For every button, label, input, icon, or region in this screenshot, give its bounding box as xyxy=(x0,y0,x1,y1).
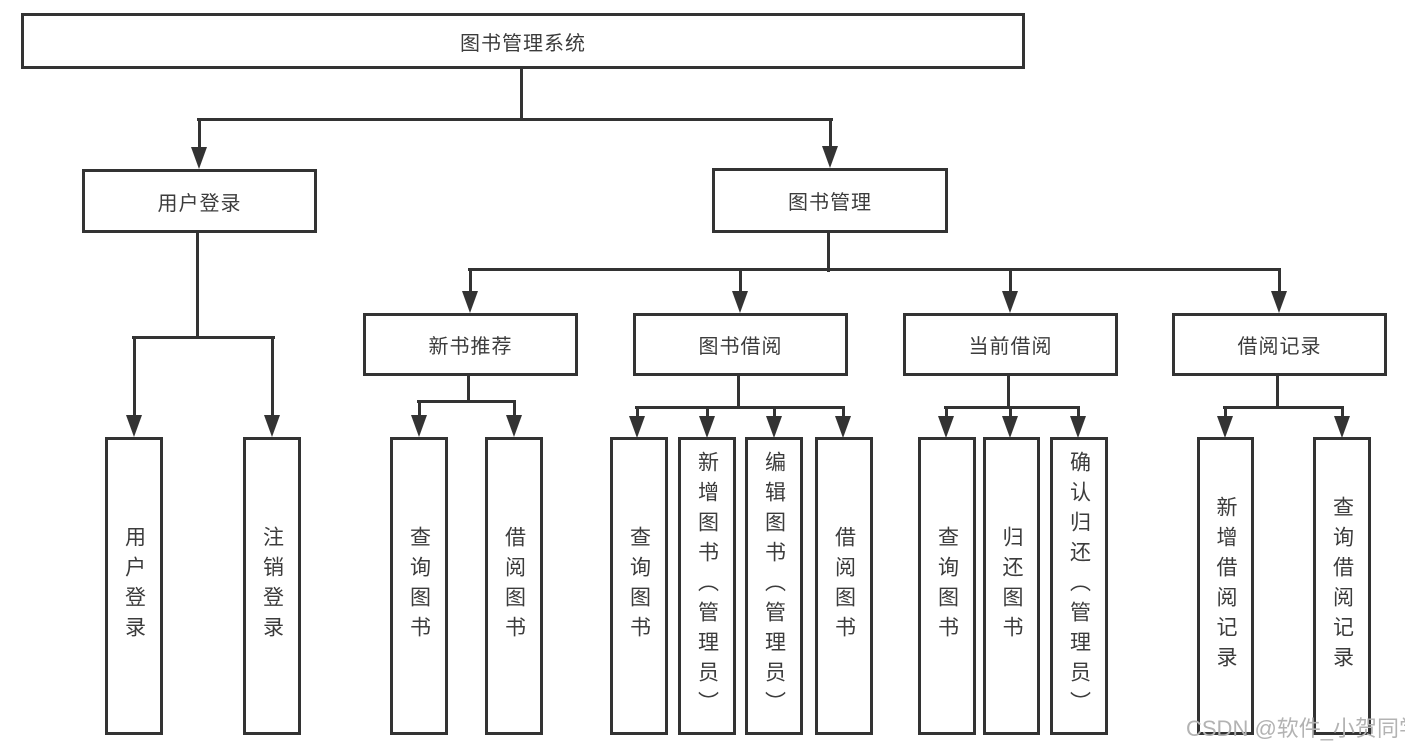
connector-hline xyxy=(1223,406,1343,409)
arrow-shaft xyxy=(1224,406,1227,417)
arrow-shaft xyxy=(829,118,832,147)
node-root: 图书管理系统 xyxy=(21,13,1025,69)
arrow-shaft xyxy=(513,400,516,416)
leaf-user-login: 用户登录 xyxy=(105,437,163,735)
node-book-borrow: 图书借阅 xyxy=(633,313,848,376)
arrow-shaft xyxy=(636,406,639,417)
arrow-shaft xyxy=(469,268,472,292)
arrow-shaft xyxy=(1077,406,1080,417)
arrowhead-down-icon xyxy=(629,416,645,438)
arrowhead-down-icon xyxy=(462,291,478,313)
connector-vline xyxy=(467,374,470,403)
arrowhead-down-icon xyxy=(191,147,207,169)
node-book-management: 图书管理 xyxy=(712,168,948,233)
arrow-shaft xyxy=(706,406,709,417)
leaf-edit-book-admin: 编辑图书（管理员） xyxy=(745,437,803,735)
leaf-query-borrow-record-label: 查询借阅记录 xyxy=(1330,496,1354,676)
arrowhead-down-icon xyxy=(1002,416,1018,438)
arrowhead-down-icon xyxy=(264,415,280,437)
arrow-shaft xyxy=(842,406,845,417)
arrow-shaft xyxy=(739,268,742,292)
connector-vline xyxy=(1276,374,1279,409)
node-user-login: 用户登录 xyxy=(82,169,317,233)
connector-vline xyxy=(196,231,199,338)
leaf-add-borrow-record-label: 新增借阅记录 xyxy=(1214,496,1237,676)
arrow-shaft xyxy=(1278,268,1281,292)
node-new-book-recommend: 新书推荐 xyxy=(363,313,578,376)
arrowhead-down-icon xyxy=(1217,416,1233,438)
leaf-query-book-recommend: 查询图书 xyxy=(390,437,448,735)
leaf-edit-book-admin-label: 编辑图书（管理员） xyxy=(762,451,786,721)
node-book-borrow-label: 图书借阅 xyxy=(698,336,783,358)
arrowhead-down-icon xyxy=(835,416,851,438)
arrowhead-down-icon xyxy=(1070,416,1086,438)
leaf-query-book-borrow: 查询图书 xyxy=(610,437,668,735)
arrowhead-down-icon xyxy=(1271,291,1287,313)
connector-vline xyxy=(1007,374,1010,409)
leaf-query-borrow-record: 查询借阅记录 xyxy=(1313,437,1371,735)
connector-vline xyxy=(827,231,830,272)
node-borrow-record: 借阅记录 xyxy=(1172,313,1387,376)
leaf-confirm-return-admin: 确认归还（管理员） xyxy=(1050,437,1108,735)
connector-hline xyxy=(468,268,1280,271)
connector-hline xyxy=(635,406,844,409)
connector-vline xyxy=(520,66,523,120)
node-current-borrow: 当前借阅 xyxy=(903,313,1118,376)
watermark: CSDN @软件_小贺同学 xyxy=(1186,716,1405,741)
arrow-shaft xyxy=(1009,406,1012,417)
leaf-borrow-book-borrow: 借阅图书 xyxy=(815,437,873,735)
leaf-logout-label: 注销登录 xyxy=(260,526,284,646)
arrow-shaft xyxy=(945,406,948,417)
node-root-label: 图书管理系统 xyxy=(460,32,586,55)
arrow-shaft xyxy=(1009,268,1012,292)
leaf-return-book-label: 归还图书 xyxy=(1000,526,1023,646)
connector-hline xyxy=(132,336,275,339)
node-book-management-label: 图书管理 xyxy=(788,192,872,214)
leaf-add-book-admin: 新增图书（管理员） xyxy=(678,437,736,735)
connector-vline xyxy=(737,374,740,409)
node-borrow-record-label: 借阅记录 xyxy=(1237,336,1322,358)
arrowhead-down-icon xyxy=(938,416,954,438)
connector-hline xyxy=(197,118,833,121)
arrow-shaft xyxy=(198,118,201,148)
leaf-logout: 注销登录 xyxy=(243,437,301,735)
arrow-shaft xyxy=(271,336,274,416)
leaf-query-book-current-label: 查询图书 xyxy=(935,526,959,646)
leaf-query-book-current: 查询图书 xyxy=(918,437,976,735)
arrowhead-down-icon xyxy=(411,415,427,437)
leaf-add-borrow-record: 新增借阅记录 xyxy=(1197,437,1254,735)
node-user-login-label: 用户登录 xyxy=(157,192,242,215)
arrowhead-down-icon xyxy=(126,415,142,437)
node-new-book-recommend-label: 新书推荐 xyxy=(428,336,513,358)
leaf-return-book: 归还图书 xyxy=(983,437,1040,735)
arrowhead-down-icon xyxy=(1334,416,1350,438)
arrowhead-down-icon xyxy=(699,416,715,438)
leaf-query-book-borrow-label: 查询图书 xyxy=(627,526,651,646)
connector-hline xyxy=(417,400,515,403)
leaf-confirm-return-admin-label: 确认归还（管理员） xyxy=(1067,451,1091,721)
arrow-shaft xyxy=(1341,406,1344,417)
node-current-borrow-label: 当前借阅 xyxy=(968,336,1053,358)
arrowhead-down-icon xyxy=(822,146,838,168)
leaf-borrow-book-borrow-label: 借阅图书 xyxy=(832,526,856,646)
arrowhead-down-icon xyxy=(506,415,522,437)
arrowhead-down-icon xyxy=(732,291,748,313)
arrowhead-down-icon xyxy=(766,416,782,438)
arrow-shaft xyxy=(418,400,421,416)
leaf-borrow-book-recommend-label: 借阅图书 xyxy=(502,526,526,646)
arrow-shaft xyxy=(773,406,776,417)
arrowhead-down-icon xyxy=(1002,291,1018,313)
arrow-shaft xyxy=(133,336,136,416)
leaf-user-login-label: 用户登录 xyxy=(122,526,146,646)
leaf-query-book-recommend-label: 查询图书 xyxy=(407,526,431,646)
leaf-borrow-book-recommend: 借阅图书 xyxy=(485,437,543,735)
leaf-add-book-admin-label: 新增图书（管理员） xyxy=(695,451,719,721)
